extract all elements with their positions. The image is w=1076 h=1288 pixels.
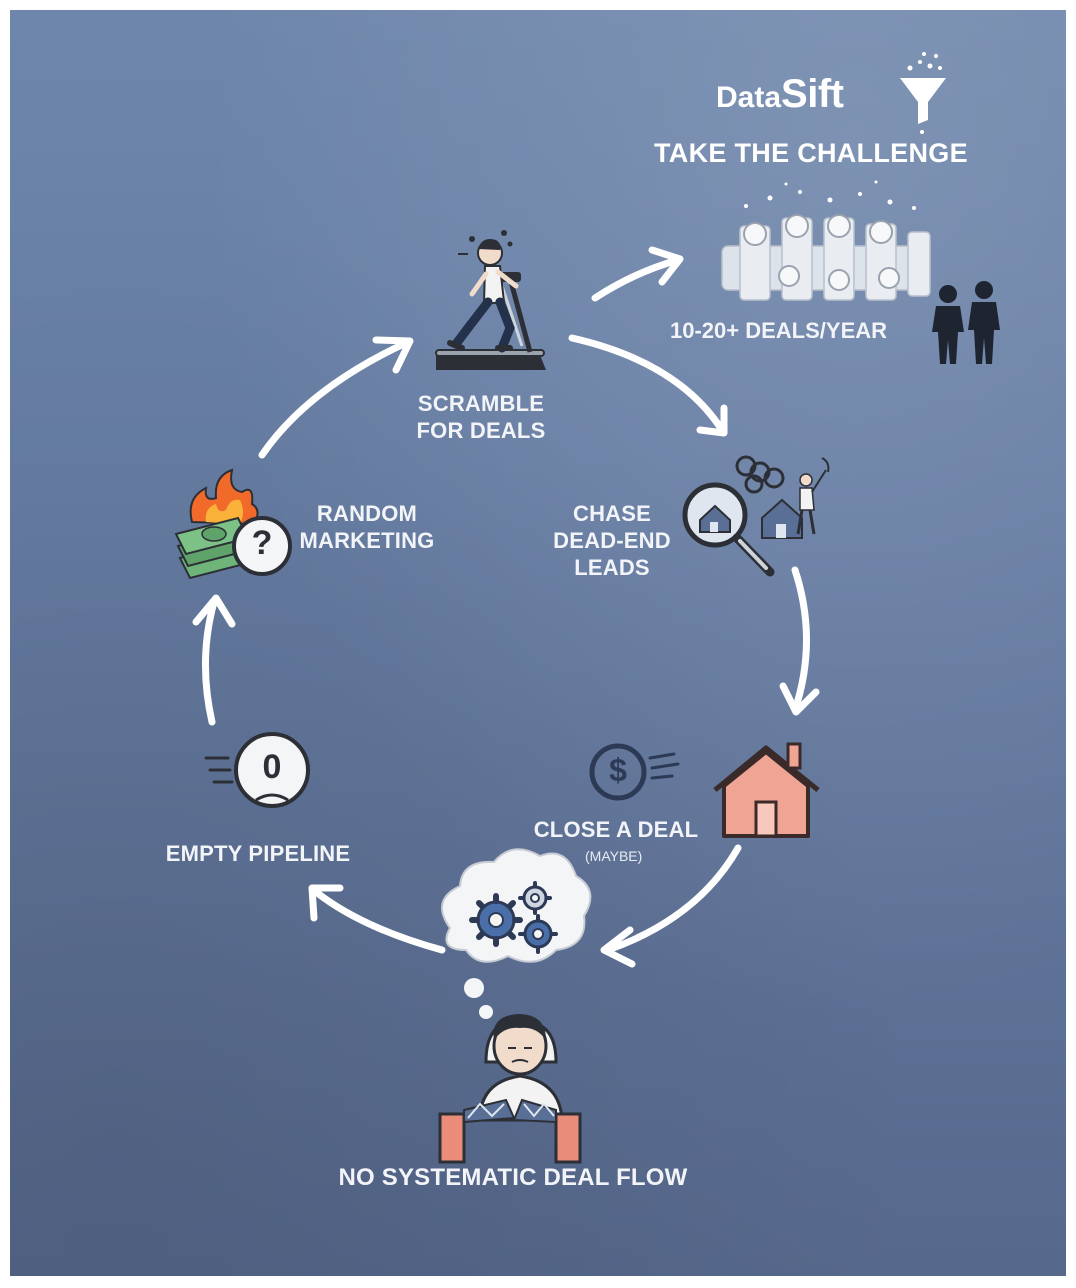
treadmill-runner-icon [435, 230, 546, 370]
arrow-scramble-to-chase [568, 334, 726, 434]
zero-count-glyph: 0 [262, 748, 282, 786]
burning-cash-icon [174, 468, 292, 580]
deals-per-year-label: 10-20+ DEALS/YEAR [670, 318, 888, 343]
random-marketing-line2: MARKETING [299, 528, 435, 553]
challenge-title: TAKE THE CHALLENGE [654, 138, 968, 168]
brand-name-part2: Sift [781, 72, 844, 116]
arrow-random-to-scramble [258, 338, 412, 459]
close-deal-label: CLOSE A DEAL [533, 817, 699, 842]
no-systematic-flow-label: NO SYSTEMATIC DEAL FLOW [338, 1164, 688, 1191]
arrowhead-random-to-scramble [372, 336, 414, 374]
thought-gears-icon [441, 848, 592, 1019]
coin-stacks-icon [721, 180, 931, 301]
funnel-logo-icon [900, 52, 946, 134]
scramble-label-line1: SCRAMBLE [417, 391, 545, 416]
arrowhead-gears-to-empty [308, 884, 344, 922]
people-silhouette-icon [932, 281, 1000, 364]
random-marketing-label: RANDOM MARKETING [298, 500, 436, 554]
arrowhead-chase-to-house [779, 682, 820, 716]
chase-label-line2: DEAD-END [553, 528, 671, 553]
question-mark-glyph: ? [251, 524, 273, 562]
chase-label-line3: LEADS [574, 555, 650, 580]
arrowhead-house-to-gears [600, 926, 636, 968]
arrowhead-scramble-to-challenge [648, 246, 684, 286]
empty-pipeline-label: EMPTY PIPELINE [165, 841, 351, 866]
stressed-person-icon [438, 1014, 582, 1164]
arrow-scramble-to-challenge [591, 256, 682, 302]
arrowhead-empty-to-random [192, 594, 236, 628]
close-deal-note: (MAYBE) [585, 848, 643, 864]
brand-name-part1: Data [716, 81, 782, 114]
cycle-diagram: DataSift TAKE THE CHALLENGE 10-20+ DEALS… [10, 10, 1066, 1276]
arrow-gears-to-empty [312, 888, 446, 954]
scramble-label-line2: FOR DEALS [416, 418, 546, 443]
diagram-canvas: DataSift TAKE THE CHALLENGE 10-20+ DEALS… [10, 10, 1066, 1276]
scramble-label: SCRAMBLE FOR DEALS [402, 390, 560, 444]
arrow-chase-to-house [791, 566, 810, 714]
chase-label-line1: CHASE [572, 501, 651, 526]
arrowhead-scramble-to-chase [696, 404, 728, 437]
random-marketing-line1: RANDOM [316, 501, 418, 526]
dollar-coin-icon [589, 743, 680, 801]
arrow-empty-to-random [202, 598, 218, 726]
brand-logo: DataSift [716, 72, 844, 117]
arrow-house-to-gears [604, 844, 742, 954]
diagram-graphics [174, 52, 1000, 1164]
dollar-glyph: $ [609, 752, 627, 788]
magnifier-house-icon [682, 455, 830, 577]
house-icon [713, 742, 820, 838]
zero-coin-icon [204, 732, 310, 808]
chase-label: CHASE DEAD-END LEADS [550, 500, 674, 581]
